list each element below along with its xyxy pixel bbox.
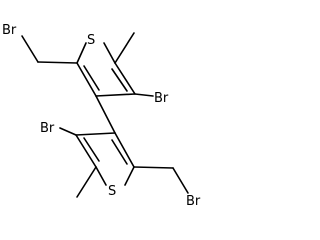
bond-c4-br-top: [134, 93, 154, 97]
bond-c4-c5-top: [114, 62, 136, 95]
bond-c2-ch2-bottom: [133, 166, 174, 169]
sulfur-atom-top: S: [87, 33, 95, 48]
bond-c2-c3-bottom: [114, 132, 135, 168]
bond-c2-ch2-top: [37, 61, 78, 64]
bromine-atom-ch2-bottom: Br: [186, 194, 201, 209]
bromine-atom-ring-bottom: Br: [40, 121, 55, 136]
bond-c4-c5-bottom-double: [83, 137, 100, 162]
chemical-structure: S Br Br Br Br S: [2, 23, 201, 209]
bond-c2-c3-bottom-double: [111, 139, 128, 165]
bond-s-c2-bottom: [124, 166, 135, 186]
bond-c4-c5-bottom: [75, 134, 97, 168]
bond-c4-br-bottom: [59, 127, 77, 136]
bond-c2-c3-top-double: [83, 65, 100, 91]
top-thiophene-ring: [76, 42, 136, 97]
bond-c3-c4-bottom: [75, 132, 116, 136]
bond-c5-methyl-bottom: [76, 166, 97, 198]
bond-s-c2-top: [76, 42, 87, 64]
bromine-atom-ring-top: Br: [154, 91, 169, 106]
top-substituents: [21, 32, 154, 97]
bond-ch2-br-bottom: [172, 167, 189, 194]
bond-c3-c4-top: [95, 93, 136, 97]
bond-c5-s-bottom: [95, 166, 107, 186]
bond-s-c5-top: [103, 42, 116, 64]
bond-c5-methyl-top: [114, 32, 135, 64]
bromine-atom-ch2-top: Br: [2, 23, 17, 38]
bottom-substituents: [59, 127, 189, 198]
bottom-thiophene-ring: [75, 132, 135, 186]
bond-ch2-br-top: [21, 35, 39, 63]
bond-biaryl-link: [95, 95, 116, 134]
bond-c2-c3-top: [76, 62, 97, 97]
bond-c4-c5-top-double: [111, 68, 128, 92]
sulfur-atom-bottom: S: [108, 184, 116, 199]
